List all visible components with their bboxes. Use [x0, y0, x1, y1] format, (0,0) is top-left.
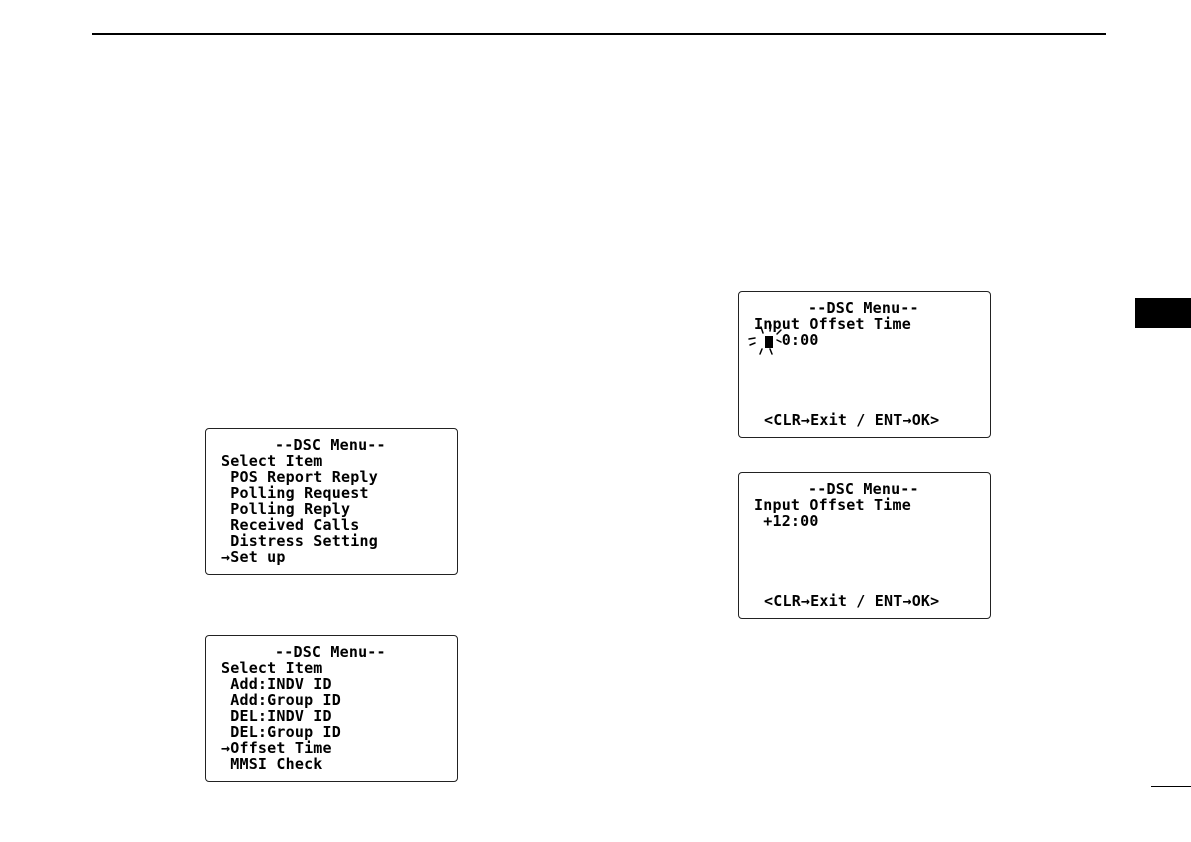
- lcd-screen-dsc-menu-setup: --DSC Menu-- Select Item Add:INDV ID Add…: [205, 635, 458, 782]
- lcd-title: --DSC Menu--: [275, 643, 386, 661]
- menu-item-del-group-id: DEL:Group ID: [221, 723, 341, 741]
- page-header-rule: [92, 33, 1106, 35]
- lcd-title: --DSC Menu--: [808, 299, 919, 317]
- menu-item-mmsi-check: MMSI Check: [221, 755, 323, 773]
- menu-item-polling-request: Polling Request: [221, 484, 369, 502]
- offset-time-value: +12:00: [754, 512, 819, 530]
- menu-item-polling-reply: Polling Reply: [221, 500, 351, 518]
- lcd-title: --DSC Menu--: [808, 480, 919, 498]
- lcd-line: Select Item: [221, 659, 323, 677]
- menu-item-pos-report-reply: POS Report Reply: [221, 468, 378, 486]
- menu-item-add-indv-id: Add:INDV ID: [221, 675, 332, 693]
- menu-item-del-indv-id: DEL:INDV ID: [221, 707, 332, 725]
- page-number-rule: [1151, 786, 1191, 787]
- lcd-softkey-hint: <CLR→Exit / ENT→OK>: [764, 592, 940, 610]
- input-cursor: [765, 336, 773, 348]
- lcd-screen-input-offset-value: --DSC Menu-- Input Offset Time +12:00 <C…: [738, 472, 991, 619]
- blinking-cursor-icon: [748, 324, 782, 355]
- lcd-title: --DSC Menu--: [275, 436, 386, 454]
- section-tab-marker: [1135, 298, 1191, 328]
- menu-item-add-group-id: Add:Group ID: [221, 691, 341, 709]
- menu-item-offset-time-selected: →Offset Time: [221, 739, 332, 757]
- menu-item-distress-setting: Distress Setting: [221, 532, 378, 550]
- menu-item-received-calls: Received Calls: [221, 516, 360, 534]
- lcd-line: Select Item: [221, 452, 323, 470]
- menu-item-set-up-selected: →Set up: [221, 548, 286, 566]
- lcd-line: Input Offset Time: [754, 315, 911, 333]
- lcd-screen-dsc-menu-main: --DSC Menu-- Select Item POS Report Repl…: [205, 428, 458, 575]
- offset-time-value: 0:00: [754, 331, 819, 349]
- lcd-screen-input-offset-blank: --DSC Menu-- Input Offset Time 0:00 <CLR…: [738, 291, 991, 438]
- lcd-line: Input Offset Time: [754, 496, 911, 514]
- lcd-softkey-hint: <CLR→Exit / ENT→OK>: [764, 411, 940, 429]
